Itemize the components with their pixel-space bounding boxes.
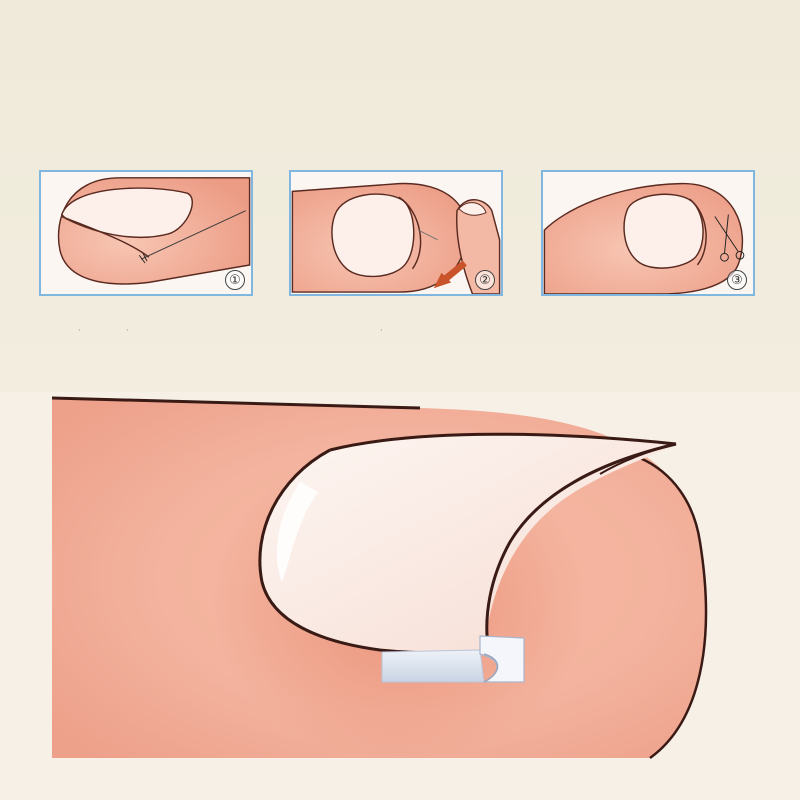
step-2-panel: ② [289,170,503,296]
step-3-finger-icon [543,182,745,294]
step-3-panel: ③ [541,170,755,296]
fingertip-outline [639,456,708,760]
step-1-finger-icon [57,177,251,285]
step-2-finger-icon [291,182,501,294]
arrow-icon [433,260,467,289]
step-1-panel: ① [39,170,253,296]
main-finger-illustration [51,396,708,762]
speck: · [126,326,129,335]
nail-plate [259,434,676,654]
nail-highlight [276,482,318,582]
step-3-number: ③ [727,270,747,290]
step-1-number: ① [225,270,245,290]
finger-outline-top [51,396,421,410]
lateral-fold-outline [485,442,677,647]
speck: · [380,326,383,335]
scissors-icon [714,214,745,262]
step-2-number: ② [475,270,495,290]
speck: · [78,326,81,335]
nail-strip-icon [381,635,525,683]
nail-edge-outline [329,432,677,452]
